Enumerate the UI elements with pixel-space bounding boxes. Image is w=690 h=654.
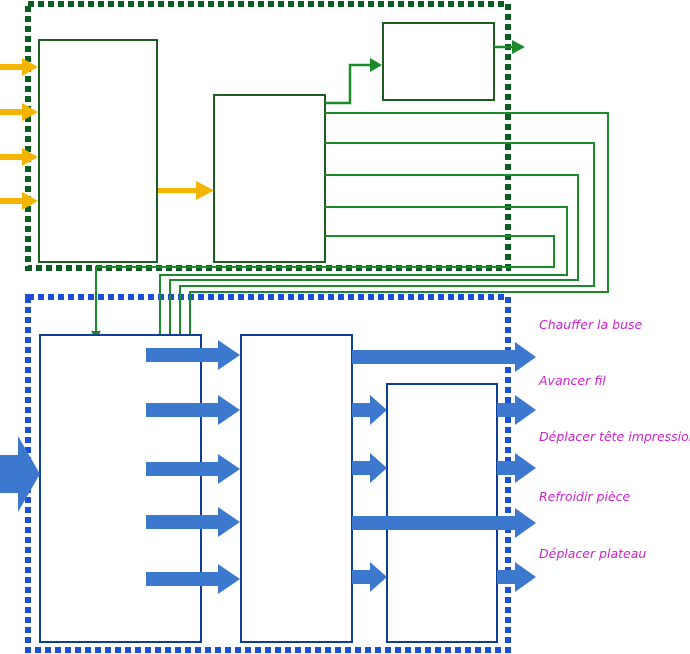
output-label-feed-filament: Avancer fil	[538, 373, 606, 388]
blue-arrow-short	[352, 562, 387, 592]
blue-arrow-short	[352, 395, 387, 425]
internal-arrow-a-to-b	[158, 181, 214, 200]
blue-arrows-from-c	[497, 395, 536, 592]
blue-arrows-a-to-b	[146, 340, 240, 594]
output-label-cool-part: Refroidir pièce	[539, 489, 631, 504]
input-arrow	[0, 58, 38, 76]
input-arrow	[0, 192, 38, 210]
input-arrow	[0, 103, 38, 121]
blue-arrow	[146, 507, 240, 537]
blue-arrow	[146, 564, 240, 594]
top-block-b	[213, 94, 326, 263]
blue-arrow	[146, 340, 240, 370]
blue-arrow	[146, 454, 240, 484]
bottom-subsystem-frame	[25, 294, 511, 653]
blue-arrow-short	[352, 453, 387, 483]
bottom-block-c	[386, 383, 498, 643]
bottom-block-b	[240, 334, 353, 643]
top-block-a	[38, 39, 158, 263]
wire-b-to-c-head	[370, 58, 382, 72]
blue-arrow-long	[352, 508, 536, 538]
blue-arrow-out	[497, 395, 536, 425]
blue-arrow-out	[497, 453, 536, 483]
input-arrows	[0, 58, 38, 210]
output-labels: Chauffer la buse Avancer fil Déplacer tê…	[538, 317, 690, 561]
blue-arrow-out	[497, 562, 536, 592]
input-arrow	[0, 148, 38, 166]
top-output-wire-head	[512, 40, 525, 54]
output-label-move-bed: Déplacer plateau	[539, 546, 646, 561]
power-input-arrow	[0, 436, 40, 512]
wire-b-to-c	[325, 63, 373, 105]
bottom-block-a	[39, 334, 202, 643]
output-label-heat-nozzle: Chauffer la buse	[539, 317, 643, 332]
top-block-c	[382, 22, 495, 101]
output-label-move-head: Déplacer tête impression	[539, 429, 690, 444]
blue-arrows-from-b	[352, 342, 536, 592]
blue-arrow-long	[352, 342, 536, 372]
control-wire	[95, 235, 555, 333]
blue-arrow	[146, 395, 240, 425]
